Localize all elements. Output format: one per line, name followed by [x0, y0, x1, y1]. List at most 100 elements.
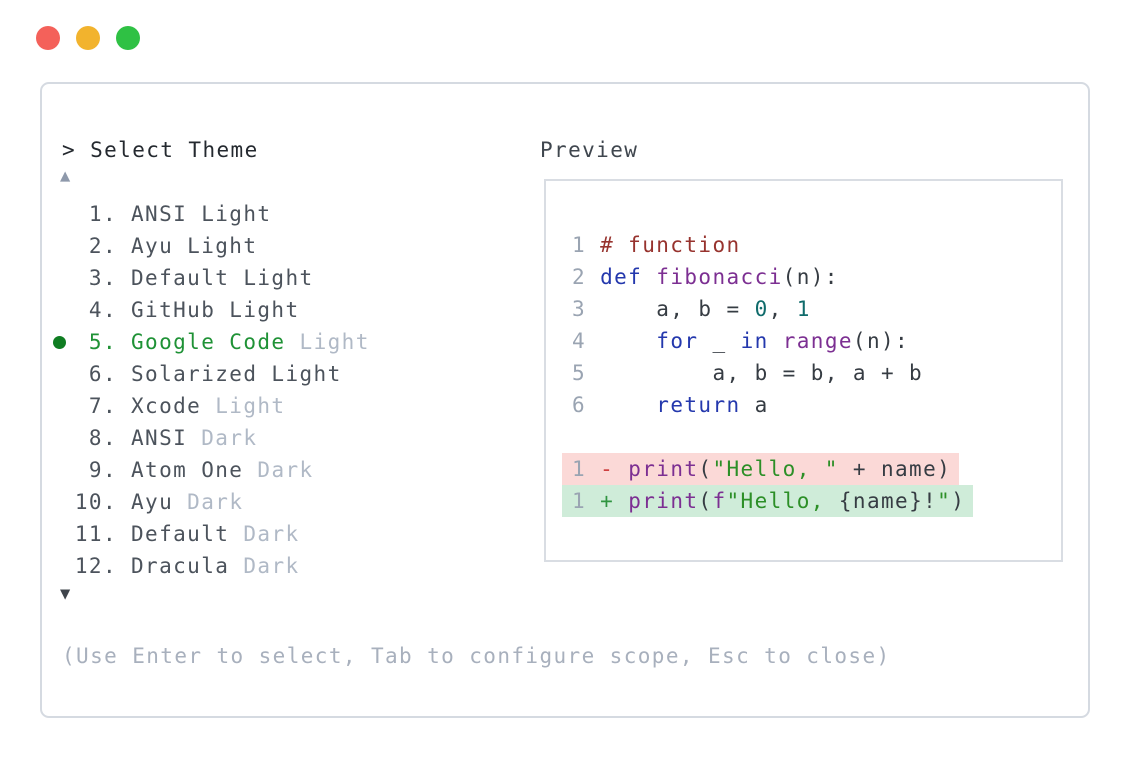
theme-item-name: Solarized Light: [131, 362, 342, 386]
theme-list: 1. ANSI Light 2.Ayu Light 3. Default Light 4.…: [46, 198, 370, 582]
code-token: [600, 393, 656, 417]
theme-item[interactable]: 4. GitHub Light: [46, 294, 370, 326]
code-line: 2 def fibonacci(n):: [562, 261, 973, 293]
theme-item-variant: Light: [201, 394, 286, 418]
selection-dot: [52, 335, 66, 349]
line-number: 5: [572, 361, 587, 385]
code-line: 5 a, b = b, a + b: [562, 357, 973, 389]
code-line: 3 a, b = 0, 1: [562, 293, 973, 325]
theme-item-number: 9.: [88, 458, 117, 482]
code-line-content: 4 for _ in range(n):: [562, 325, 917, 357]
line-number: 2: [572, 265, 587, 289]
code-token: a, b =: [600, 297, 755, 321]
code-token: ": [937, 489, 952, 513]
code-token: 0: [754, 297, 769, 321]
code-token: [769, 329, 783, 353]
code-token: [642, 265, 656, 289]
theme-item-variant: Dark: [229, 522, 300, 546]
code-line-content: 6 return a: [562, 389, 777, 421]
hint-text: (Use Enter to select, Tab to configure s…: [62, 644, 891, 668]
diff-sign: -: [600, 457, 615, 481]
theme-item-name: Dracula: [131, 554, 230, 578]
theme-item-variant: Light: [285, 330, 370, 354]
theme-item-number: 1.: [88, 202, 117, 226]
code-line: 4 for _ in range(n):: [562, 325, 973, 357]
code-token: # function: [600, 233, 741, 257]
code-token: (n):: [852, 329, 910, 353]
code-token: ,: [768, 297, 797, 321]
code-token: ): [951, 489, 966, 513]
diff-line-content: 1 - print("Hello, " + name): [562, 453, 960, 485]
prompt-caret: >: [62, 138, 77, 162]
line-number: 3: [572, 297, 587, 321]
minimize-button[interactable]: [76, 26, 100, 50]
line-number: 6: [572, 393, 587, 417]
diff-line: 1 - print("Hello, " + name): [562, 453, 973, 485]
theme-item[interactable]: 6. Solarized Light: [46, 358, 370, 390]
diff-line: 1 + print(f"Hello, {name}!"): [562, 485, 974, 517]
code-line-content: 3 a, b = 0, 1: [562, 293, 819, 325]
code-token: a, b = b, a + b: [600, 361, 924, 385]
diff-sign: +: [600, 489, 615, 513]
theme-item-number: 12.: [74, 554, 117, 578]
code-line-content: 2 def fibonacci(n):: [562, 261, 847, 293]
code-token: "Hello,: [726, 489, 839, 513]
code-token: def: [600, 265, 643, 289]
theme-item-number: 6.: [88, 362, 117, 386]
code-token: (: [698, 489, 713, 513]
code-token: in: [740, 329, 769, 353]
theme-item-number: 10.: [74, 490, 117, 514]
theme-item-name: ANSI Light: [131, 202, 272, 226]
theme-item[interactable]: 5.Google Code Light: [46, 326, 370, 358]
code-token: a: [740, 393, 769, 417]
code-token: 1: [796, 297, 811, 321]
code-token: range: [782, 329, 853, 353]
scroll-down-icon[interactable]: ▼: [60, 584, 71, 604]
theme-item-name: ANSI: [131, 426, 188, 450]
preview-label: Preview: [540, 138, 639, 162]
code-token: f: [712, 489, 727, 513]
theme-item[interactable]: 7. Xcode Light: [46, 390, 370, 422]
theme-item-name: Xcode: [131, 394, 202, 418]
theme-item-name: Default: [131, 522, 230, 546]
theme-item[interactable]: 2.Ayu Light: [46, 230, 370, 262]
code-token: + name): [838, 457, 952, 481]
theme-item-number: 7.: [88, 394, 117, 418]
code-token: {name}!: [838, 489, 938, 513]
code-line-content: 5 a, b = b, a + b: [562, 357, 931, 389]
close-button[interactable]: [36, 26, 60, 50]
theme-picker-panel: > Select Theme Preview ▲ 1. ANSI Light 2.A…: [40, 82, 1090, 718]
line-number: 4: [572, 329, 587, 353]
theme-item[interactable]: 12. Dracula Dark: [46, 550, 370, 582]
theme-item-variant: Dark: [229, 554, 300, 578]
theme-item-number: 8.: [88, 426, 117, 450]
scroll-up-icon[interactable]: ▲: [60, 166, 71, 186]
code-token: _: [698, 329, 741, 353]
theme-item-variant: Dark: [187, 426, 258, 450]
theme-item[interactable]: 10.Ayu Dark: [46, 486, 370, 518]
theme-item[interactable]: 9.Atom One Dark: [46, 454, 370, 486]
code-token: fibonacci: [656, 265, 783, 289]
theme-item-number: 4.: [88, 298, 117, 322]
code-line: 6 return a: [562, 389, 973, 421]
theme-item[interactable]: 8. ANSI Dark: [46, 422, 370, 454]
theme-item[interactable]: 11.Default Dark: [46, 518, 370, 550]
code-token: print: [628, 489, 699, 513]
diff-line-content: 1 + print(f"Hello, {name}!"): [562, 485, 974, 517]
prompt-row: > Select Theme: [62, 136, 259, 164]
theme-item-name: Ayu: [131, 490, 174, 514]
code-token: "Hello, ": [712, 457, 839, 481]
code-token: (n):: [782, 265, 839, 289]
theme-item[interactable]: 3. Default Light: [46, 262, 370, 294]
line-number: 1: [572, 489, 587, 513]
theme-item-name: Atom One: [131, 458, 244, 482]
theme-item[interactable]: 1. ANSI Light: [46, 198, 370, 230]
theme-item-name: Ayu Light: [131, 234, 258, 258]
theme-item-number: 3.: [88, 266, 117, 290]
code-token: [600, 329, 656, 353]
maximize-button[interactable]: [116, 26, 140, 50]
theme-item-name: Default Light: [131, 266, 314, 290]
theme-item-name: GitHub Light: [131, 298, 300, 322]
